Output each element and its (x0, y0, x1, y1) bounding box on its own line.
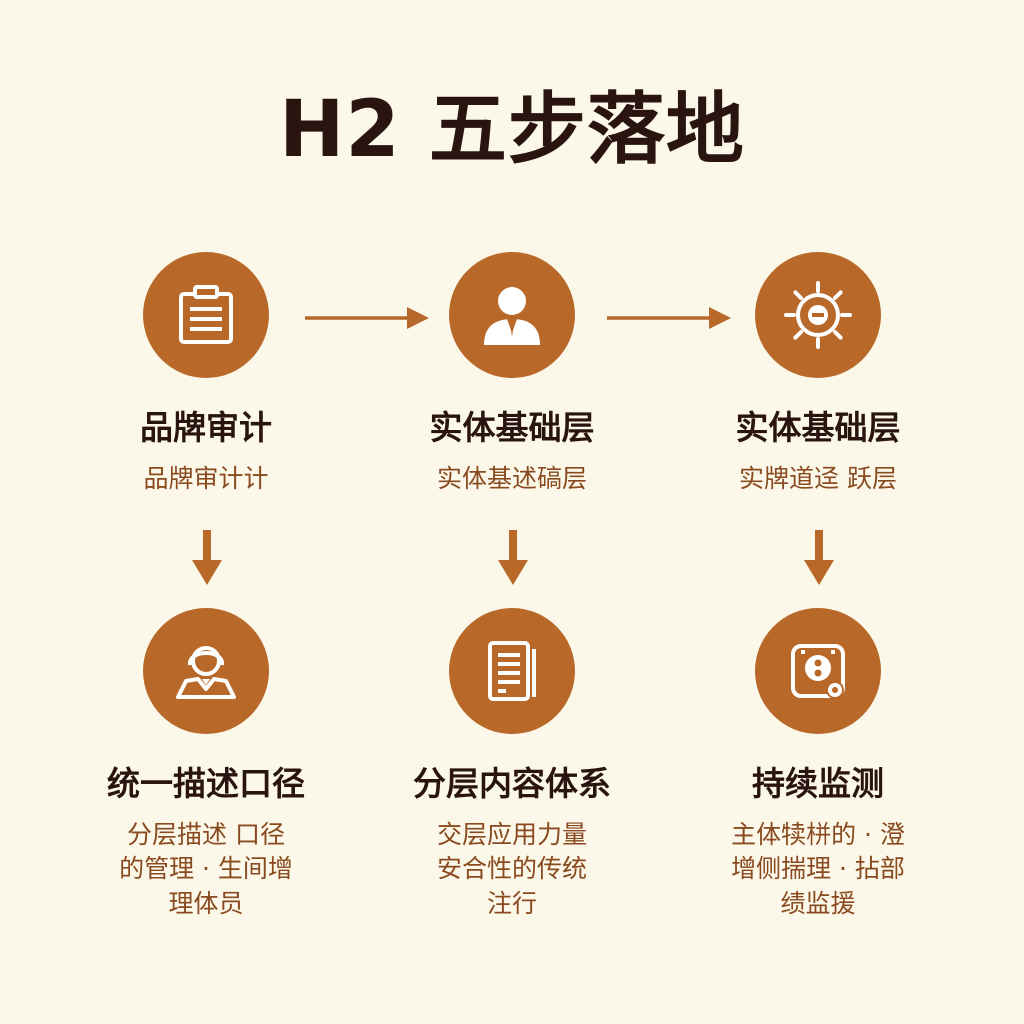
step-title-4: 统一描述口径 (107, 764, 305, 803)
step-description-line: 安合性的传统 (436, 854, 587, 884)
step-icon-circle-4 (143, 608, 269, 734)
user-profile-icon (176, 646, 236, 699)
step-description-line: 分层描述 口径 (127, 819, 285, 849)
page-title: H2 五步落地 (279, 85, 745, 175)
step-title-6: 持续监测 (752, 764, 884, 803)
step-description-5: 交层应用力量 安合性的传统 注行 (362, 818, 662, 922)
step-card-2: 实体基础层 实体基述碻层 (362, 252, 662, 496)
person-icon (484, 287, 540, 345)
step-description-line: 绩监援 (780, 888, 856, 918)
step-icon-circle-1 (143, 252, 269, 378)
step-description-line: 注行 (486, 888, 537, 918)
gear-icon (784, 281, 852, 349)
step-icon-circle-3 (755, 252, 881, 378)
clipboard-icon (179, 285, 233, 344)
step-description-line: 实体基述碻层 (436, 463, 587, 493)
step-description-line: 理体员 (168, 888, 244, 918)
step-description-3: 实牌道迳 跃层 (668, 462, 968, 497)
step-card-1: 品牌审计 品牌审计计 (56, 252, 356, 496)
step-description-line: 实牌道迳 跃层 (739, 463, 897, 493)
step-description-line: 的管理 · 生间增 (119, 854, 293, 884)
step-description-line: 增侧揣理 · 拈部 (731, 854, 905, 884)
arrow-down-icon (192, 530, 222, 585)
step-description-6: 主体犊栟的 · 澄 增侧揣理 · 拈部 绩监援 (668, 818, 968, 922)
step-description-line: 品牌审计计 (143, 463, 269, 493)
step-card-5: 分层内容体系 交层应用力量 安合性的传统 注行 (362, 608, 662, 921)
step-title-1: 品牌审计 (140, 408, 272, 447)
step-title-2: 实体基础层 (429, 408, 595, 447)
monitor-icon (791, 644, 845, 699)
arrow-down-icon (498, 530, 528, 585)
step-description-line: 交层应用力量 (436, 819, 587, 849)
step-description-1: 品牌审计计 (56, 462, 356, 497)
step-title-3: 实体基础层 (735, 408, 901, 447)
step-card-3: 实体基础层 实牌道迳 跃层 (668, 252, 968, 496)
step-card-4: 统一描述口径 分层描述 口径 的管理 · 生间增 理体员 (56, 608, 356, 921)
document-icon (488, 641, 536, 701)
step-title-5: 分层内容体系 (413, 764, 611, 803)
arrow-right-icon (305, 307, 429, 329)
step-description-line: 主体犊栟的 · 澄 (731, 819, 905, 849)
step-icon-circle-5 (449, 608, 575, 734)
step-description-2: 实体基述碻层 (362, 462, 662, 497)
step-card-6: 持续监测 主体犊栟的 · 澄 增侧揣理 · 拈部 绩监援 (668, 608, 968, 921)
step-icon-circle-6 (755, 608, 881, 734)
arrow-right-icon (607, 307, 731, 329)
step-description-4: 分层描述 口径 的管理 · 生间增 理体员 (56, 818, 356, 922)
arrow-down-icon (804, 530, 834, 585)
step-icon-circle-2 (449, 252, 575, 378)
